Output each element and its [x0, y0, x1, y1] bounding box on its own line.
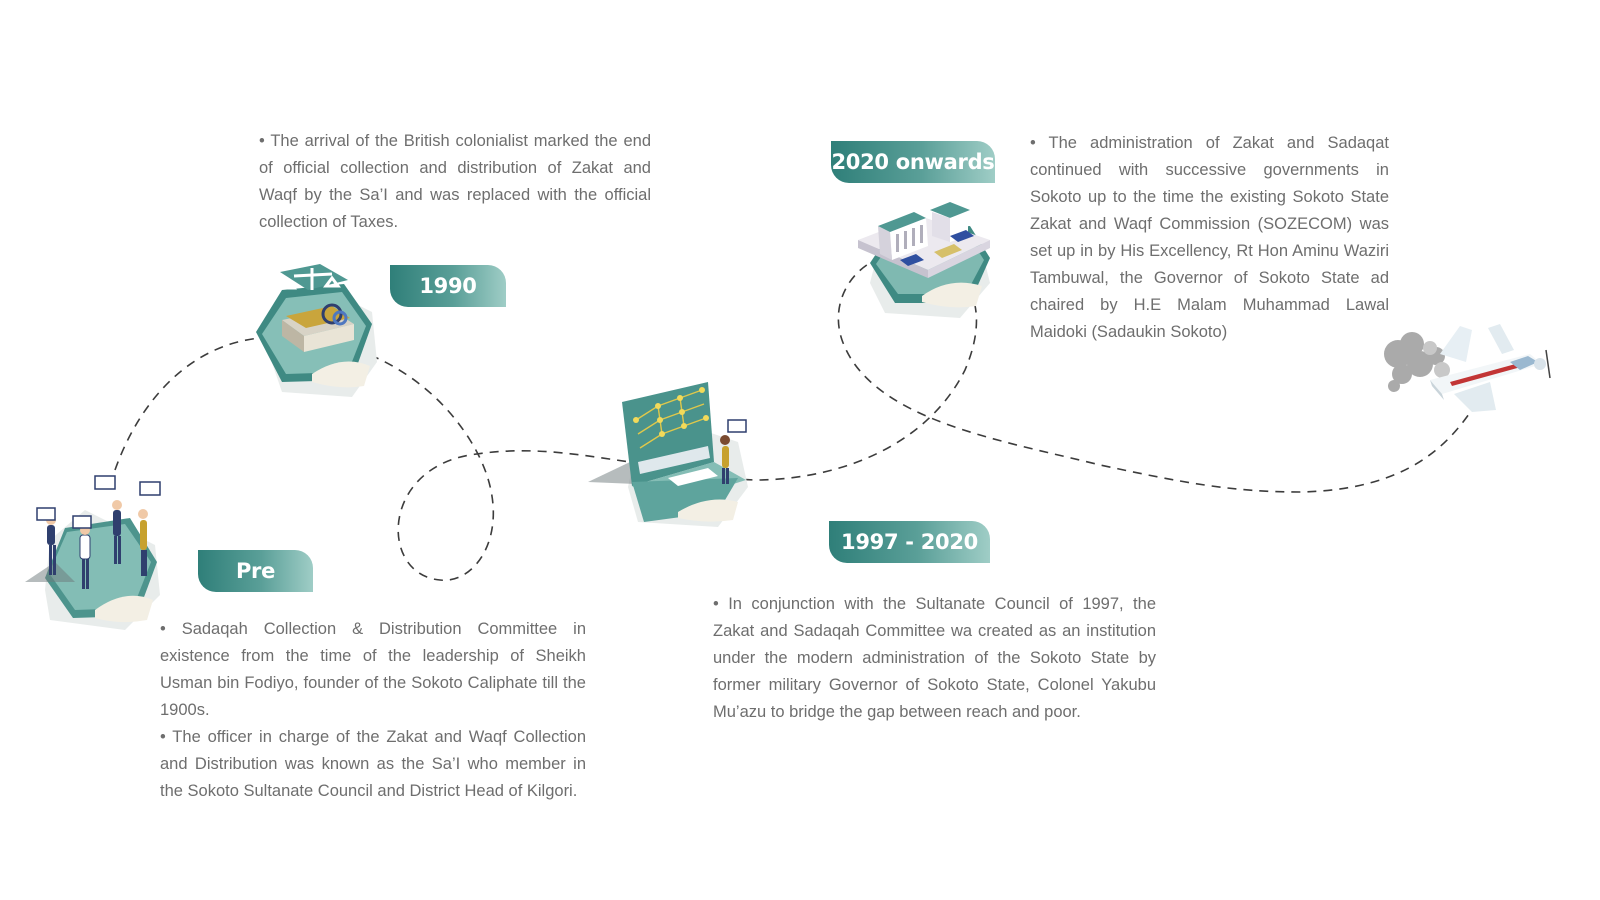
stage-text-paragraph: • Sadaqah Collection & Distribution Comm… [160, 620, 586, 719]
people-platform-icon [25, 475, 161, 630]
government-building-icon [858, 202, 990, 318]
tag-1997-2020: 1997 - 2020 [829, 521, 990, 563]
stage-text-paragraph: • The officer in charge of the Zakat and… [160, 728, 586, 800]
tag-pre-1900s: Pre 1900s [198, 550, 313, 625]
laptop-network-icon [588, 382, 748, 527]
tag-2020-onwards: 2020 onwards [831, 141, 995, 183]
dashed-route [114, 251, 1476, 581]
stage-text-paragraph: • The arrival of the British colonialist… [259, 132, 651, 231]
stage-text-paragraph: • The administration of Zakat and Sadaqa… [1030, 134, 1389, 341]
stage-text-1990: • The arrival of the British colonialist… [259, 128, 651, 236]
scales-law-book-icon [256, 264, 377, 397]
stage-text-pre-1900s: • Sadaqah Collection & Distribution Comm… [160, 616, 586, 805]
stage-text-1997-2020: • In conjunction with the Sultanate Coun… [713, 591, 1156, 726]
stage-text-paragraph: • In conjunction with the Sultanate Coun… [713, 595, 1156, 721]
tag-1990: 1990 [390, 265, 506, 307]
stage-text-2020-onwards: • The administration of Zakat and Sadaqa… [1030, 130, 1389, 346]
airplane-icon [1384, 324, 1551, 412]
